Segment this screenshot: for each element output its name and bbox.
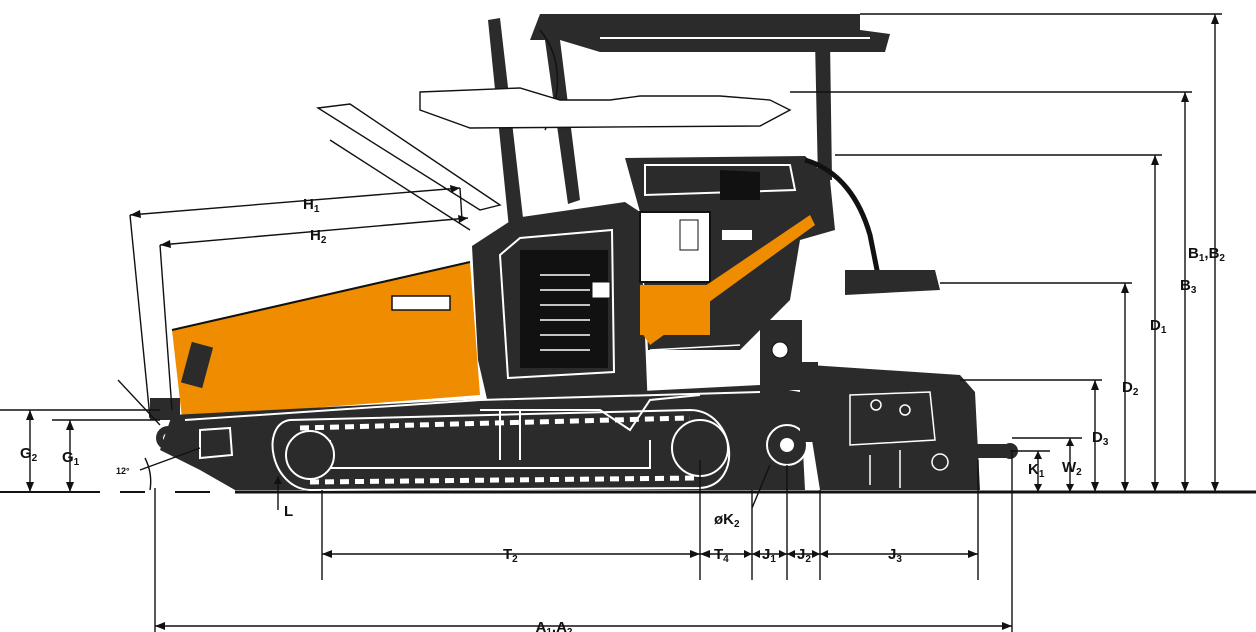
dimension-lines bbox=[0, 13, 1222, 632]
label-j3: J3 bbox=[888, 546, 902, 565]
asphalt-paver bbox=[150, 14, 1018, 492]
label-t4: T4 bbox=[714, 546, 729, 565]
label-g1: G1 bbox=[62, 449, 80, 468]
label-w2: W2 bbox=[1062, 459, 1082, 478]
label-j1: J1 bbox=[762, 546, 776, 565]
label-d2: D2 bbox=[1122, 379, 1139, 398]
label-d3: D3 bbox=[1092, 429, 1109, 448]
label-b3: B3 bbox=[1180, 277, 1197, 296]
label-b1-b2: B1,B2 bbox=[1188, 245, 1225, 264]
hopper-body-orange bbox=[172, 262, 480, 418]
rear-handrail bbox=[804, 157, 936, 288]
label-g2: G2 bbox=[20, 445, 38, 464]
label-d1: D1 bbox=[1150, 317, 1167, 336]
canopy-roof bbox=[530, 14, 890, 52]
canopy-post-rear bbox=[815, 40, 832, 180]
label-a1-a2: A1,A2 bbox=[536, 619, 573, 632]
folded-roof-outline bbox=[419, 87, 792, 129]
label-h2: H2 bbox=[310, 227, 327, 246]
label-j2: J2 bbox=[797, 546, 811, 565]
dimension-labels: A1,A2 B1,B2 B3 D1 D2 D3 W2 K1 G2 G1 H1 H… bbox=[20, 196, 1225, 632]
label-k1: K1 bbox=[1028, 461, 1045, 480]
label-angle: 12° bbox=[116, 466, 130, 476]
hopper-wing bbox=[315, 103, 502, 211]
label-k2: øK2 bbox=[714, 511, 740, 530]
label-t2: T2 bbox=[503, 546, 518, 565]
screed-unit bbox=[810, 365, 980, 490]
label-l: L bbox=[284, 503, 293, 520]
label-h1: H1 bbox=[303, 196, 320, 215]
